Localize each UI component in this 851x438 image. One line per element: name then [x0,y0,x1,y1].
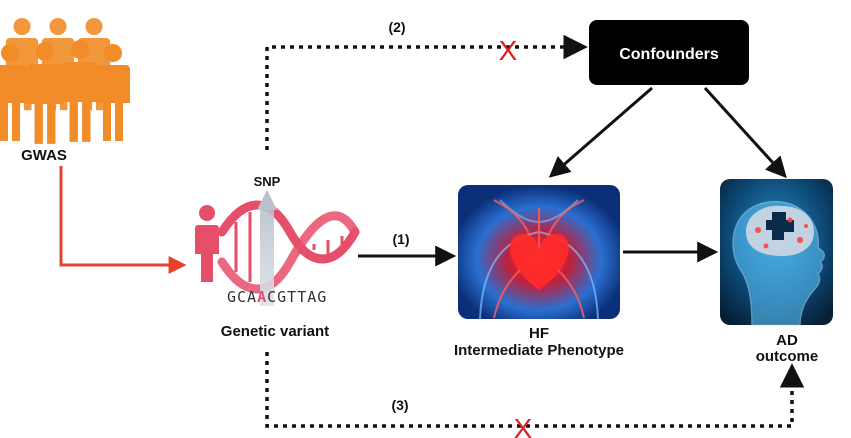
confounders-to-hf-arrow [548,86,653,178]
gwas-label: GWAS [21,147,67,164]
intermediate-phenotype-label: Intermediate Phenotype [454,342,624,359]
confounders-label: Confounders [619,46,719,63]
gwas-people-icon [0,18,130,144]
ad-label: AD [776,332,798,349]
outcome-label: outcome [756,348,819,365]
heart-image [458,185,620,320]
path-2-blocked-x: X [499,35,518,66]
snp-marker-icon [257,190,277,306]
brain-head-image [720,179,833,326]
confounders-to-ad-arrow [703,86,787,179]
sequence-prefix: GCA [227,288,257,306]
path-2-blocked-arrow [265,34,588,150]
snp-label: SNP [254,174,281,189]
sequence-variant-base: A [257,288,267,306]
hf-label: HF [529,325,549,342]
path-3-blocked-arrow [265,352,805,428]
sequence-suffix: CGTTAG [267,288,327,306]
person-icon [27,42,63,144]
path-2-label: (2) [388,19,405,35]
person-icon [62,40,98,142]
genetic-variant-label: Genetic variant [221,323,329,340]
person-icon [96,44,130,141]
dna-sequence: GCAACGTTAG [227,288,327,306]
path-1-label: (1) [392,231,409,247]
gwas-to-variant-arrow [59,166,187,274]
confounders-box [589,20,749,85]
path-3-label: (3) [391,397,408,413]
person-icon [0,44,27,141]
path-3-blocked-x: X [514,413,533,438]
dna-helix-icon [195,200,360,294]
